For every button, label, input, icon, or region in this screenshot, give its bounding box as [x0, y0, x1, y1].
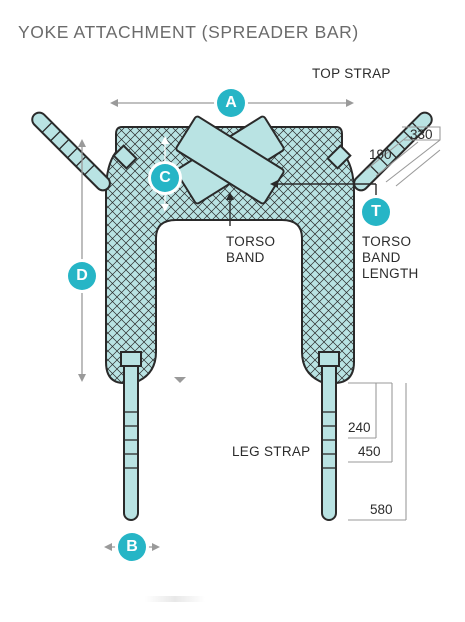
torso-band-length-label: TORSO BAND LENGTH [362, 234, 419, 283]
top-strap-left [31, 111, 111, 192]
leg-strap-left [120, 351, 142, 521]
top-strap-right [353, 111, 433, 192]
leg-strap-right [318, 351, 340, 521]
badge-c: C [151, 164, 179, 192]
leg-strap-size-580: 580 [370, 502, 393, 517]
torso-band-length-label-line3: LENGTH [362, 266, 419, 282]
torso-band-label: TORSO BAND [226, 234, 275, 266]
badge-t: T [362, 198, 390, 226]
torso-band-front [175, 115, 285, 205]
top-strap-size-330: 330 [410, 127, 433, 142]
leg-strap-size-450: 450 [358, 444, 381, 459]
top-strap-left-buckle [112, 144, 138, 170]
leg-strap-label: LEG STRAP [232, 444, 311, 459]
top-strap-size-190: 190 [369, 147, 392, 162]
floor-shadow [145, 596, 205, 602]
page-title: YOKE ATTACHMENT (SPREADER BAR) [18, 22, 359, 42]
badge-d: D [68, 262, 96, 290]
leg-strap-size-240: 240 [348, 420, 371, 435]
badge-a: A [217, 89, 245, 117]
badge-b: B [118, 533, 146, 561]
torso-band-label-line1: TORSO [226, 234, 276, 249]
top-strap-label: TOP STRAP [312, 66, 391, 81]
dimension-d-arrow [78, 139, 186, 383]
torso-band-length-label-line2: BAND [362, 250, 401, 266]
top-strap-size-lines [365, 126, 441, 187]
torso-band-label-line2: BAND [226, 250, 265, 266]
leader-lines [226, 180, 377, 226]
leg-strap-size-lines [348, 382, 407, 521]
torso-band-length-label-line1: TORSO [362, 234, 412, 249]
top-strap-right-buckle [326, 144, 352, 170]
